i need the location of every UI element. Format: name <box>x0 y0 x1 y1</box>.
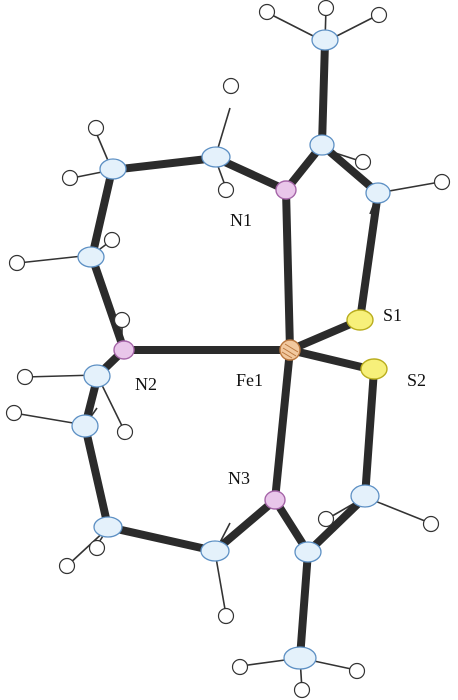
hydrogen-atom <box>5 404 23 422</box>
hydrogen-atom <box>422 515 440 533</box>
carbon-atom <box>309 134 335 156</box>
carbon-atom <box>200 540 230 562</box>
sulfur-atom-s2 <box>360 358 388 380</box>
hydrogen-atom <box>16 368 34 386</box>
hydrogen-atom <box>348 662 366 680</box>
nitrogen-atom-n1 <box>275 180 297 200</box>
bond-fe-s2 <box>286 346 378 374</box>
hydrogen-atom <box>103 231 121 249</box>
bond-c-n <box>88 253 128 354</box>
carbon-atom <box>350 484 380 508</box>
carbon-atom <box>283 646 317 670</box>
bond-fe-n1 <box>282 186 294 354</box>
carbon-atom <box>365 182 391 204</box>
hydrogen-atom <box>87 119 105 137</box>
label-n1: N1 <box>230 210 252 230</box>
label-n3: N3 <box>228 468 250 488</box>
carbon-atom <box>201 146 231 168</box>
nitrogen-atom-n3 <box>264 490 286 510</box>
label-fe1: Fe1 <box>236 370 263 390</box>
hydrogen-atom <box>433 173 451 191</box>
bond-c-c <box>318 141 382 197</box>
hydrogen-atom <box>317 510 335 528</box>
carbon-atom <box>77 246 105 268</box>
hydrogen-atom <box>217 607 235 625</box>
hydrogen-atom <box>222 77 240 95</box>
carbon-atom <box>294 541 322 563</box>
bond-c-c <box>81 422 112 531</box>
hydrogen-atom <box>370 6 388 24</box>
iron-atom-shading <box>281 343 299 359</box>
bond-c-c <box>104 523 219 555</box>
bond-h <box>214 551 227 616</box>
hydrogen-atom <box>317 0 335 17</box>
nitrogen-atom-n2 <box>113 340 135 360</box>
hydrogen-atom <box>116 423 134 441</box>
hydrogen-atom <box>8 254 26 272</box>
hydrogen-atom <box>113 311 131 329</box>
bond-c-c <box>88 166 116 261</box>
hydrogen-atom <box>258 3 276 21</box>
bond-c-c <box>304 493 369 556</box>
hydrogen-atom <box>61 169 79 187</box>
carbon-atom <box>99 158 127 180</box>
label-s2: S2 <box>407 370 426 390</box>
hydrogen-atom <box>293 681 311 699</box>
carbon-atom <box>311 29 339 51</box>
bond-fe-n3 <box>271 346 294 504</box>
hydrogen-atom <box>354 153 372 171</box>
sulfur-atom-s1 <box>346 309 374 331</box>
bond-c-c <box>296 548 312 662</box>
label-s1: S1 <box>383 305 402 325</box>
hydrogen-atom <box>217 181 235 199</box>
bond-c-s <box>361 366 378 501</box>
bond-c-c <box>318 38 329 149</box>
carbon-atom <box>83 364 111 388</box>
bond-c-n <box>211 496 279 555</box>
carbon-atom <box>93 516 123 538</box>
bond-c-s <box>356 189 382 324</box>
hydrogen-atom <box>58 557 76 575</box>
hydrogen-atom <box>88 539 106 557</box>
hydrogen-atom <box>231 658 249 676</box>
bond-c-c <box>108 154 220 174</box>
label-n2: N2 <box>135 374 157 394</box>
carbon-atom <box>71 414 99 438</box>
